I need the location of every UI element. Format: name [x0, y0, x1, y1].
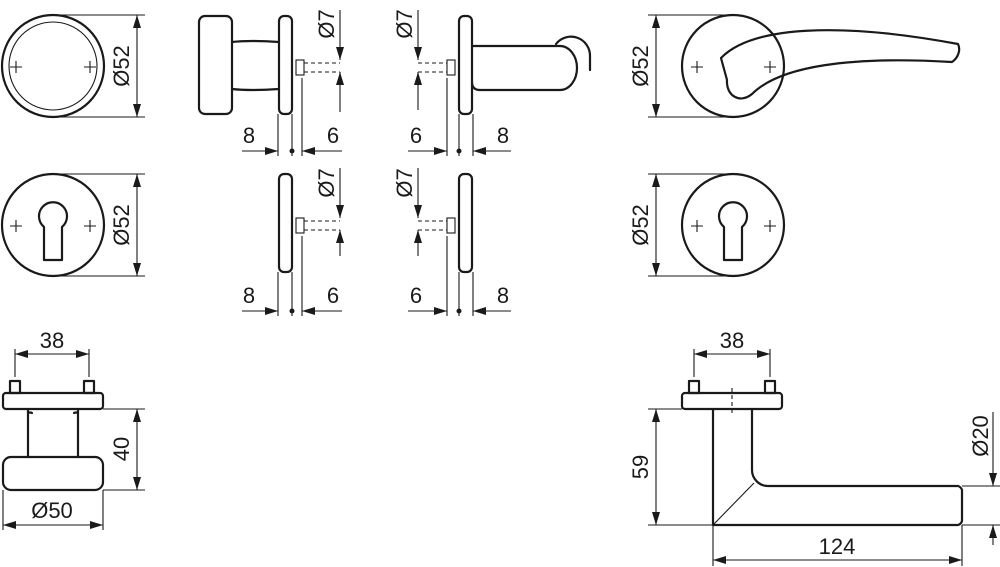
dim-screw-diameter: Ø7: [314, 168, 339, 197]
lever-side-view: Ø7 6 8: [392, 9, 592, 156]
dim-left-offset: 8: [243, 123, 255, 148]
dim-projection: 59: [628, 455, 653, 479]
knob-side-view: Ø7 8 6: [197, 9, 344, 156]
dim-left-offset: 8: [243, 283, 255, 308]
dim-rosette-diameter: Ø52: [628, 45, 653, 87]
dim-screw-diameter: Ø7: [392, 168, 417, 197]
dim-left-offset: 6: [410, 283, 422, 308]
cylinder-plate-side-view-left: Ø7 8 6: [242, 168, 344, 316]
dim-projection: 40: [109, 437, 134, 461]
dim-right-offset: 6: [327, 123, 339, 148]
dim-fixing-spacing: 38: [40, 328, 64, 353]
dim-cylinder-rosette-diameter: Ø52: [628, 204, 653, 246]
knob-elevation-view: 38 40 Ø50: [1, 328, 145, 530]
rosette-round-front-view: Ø52: [0, 13, 145, 119]
rosette-cylinder-front-view-left: Ø52: [0, 172, 145, 278]
dim-right-offset: 6: [327, 283, 339, 308]
dim-rosette-diameter: Ø52: [109, 45, 134, 87]
lever-elevation-view: 38 59 Ø20 124: [628, 328, 1000, 566]
dim-grip-diameter: Ø20: [968, 415, 993, 457]
dim-fixing-spacing: 38: [720, 328, 744, 353]
cylinder-plate-side-view-right: Ø7 6 8: [392, 168, 511, 316]
dim-knob-diameter: Ø50: [31, 498, 73, 523]
dim-right-offset: 8: [497, 283, 509, 308]
dim-right-offset: 8: [497, 123, 509, 148]
rosette-cylinder-front-view-right: Ø52: [628, 172, 786, 278]
dim-cylinder-rosette-diameter: Ø52: [109, 204, 134, 246]
dim-screw-diameter: Ø7: [314, 9, 339, 38]
dim-lever-length: 124: [819, 534, 856, 559]
dim-screw-diameter: Ø7: [392, 9, 417, 38]
dim-left-offset: 6: [410, 123, 422, 148]
lever-rosette-front-view: Ø52: [628, 13, 961, 119]
